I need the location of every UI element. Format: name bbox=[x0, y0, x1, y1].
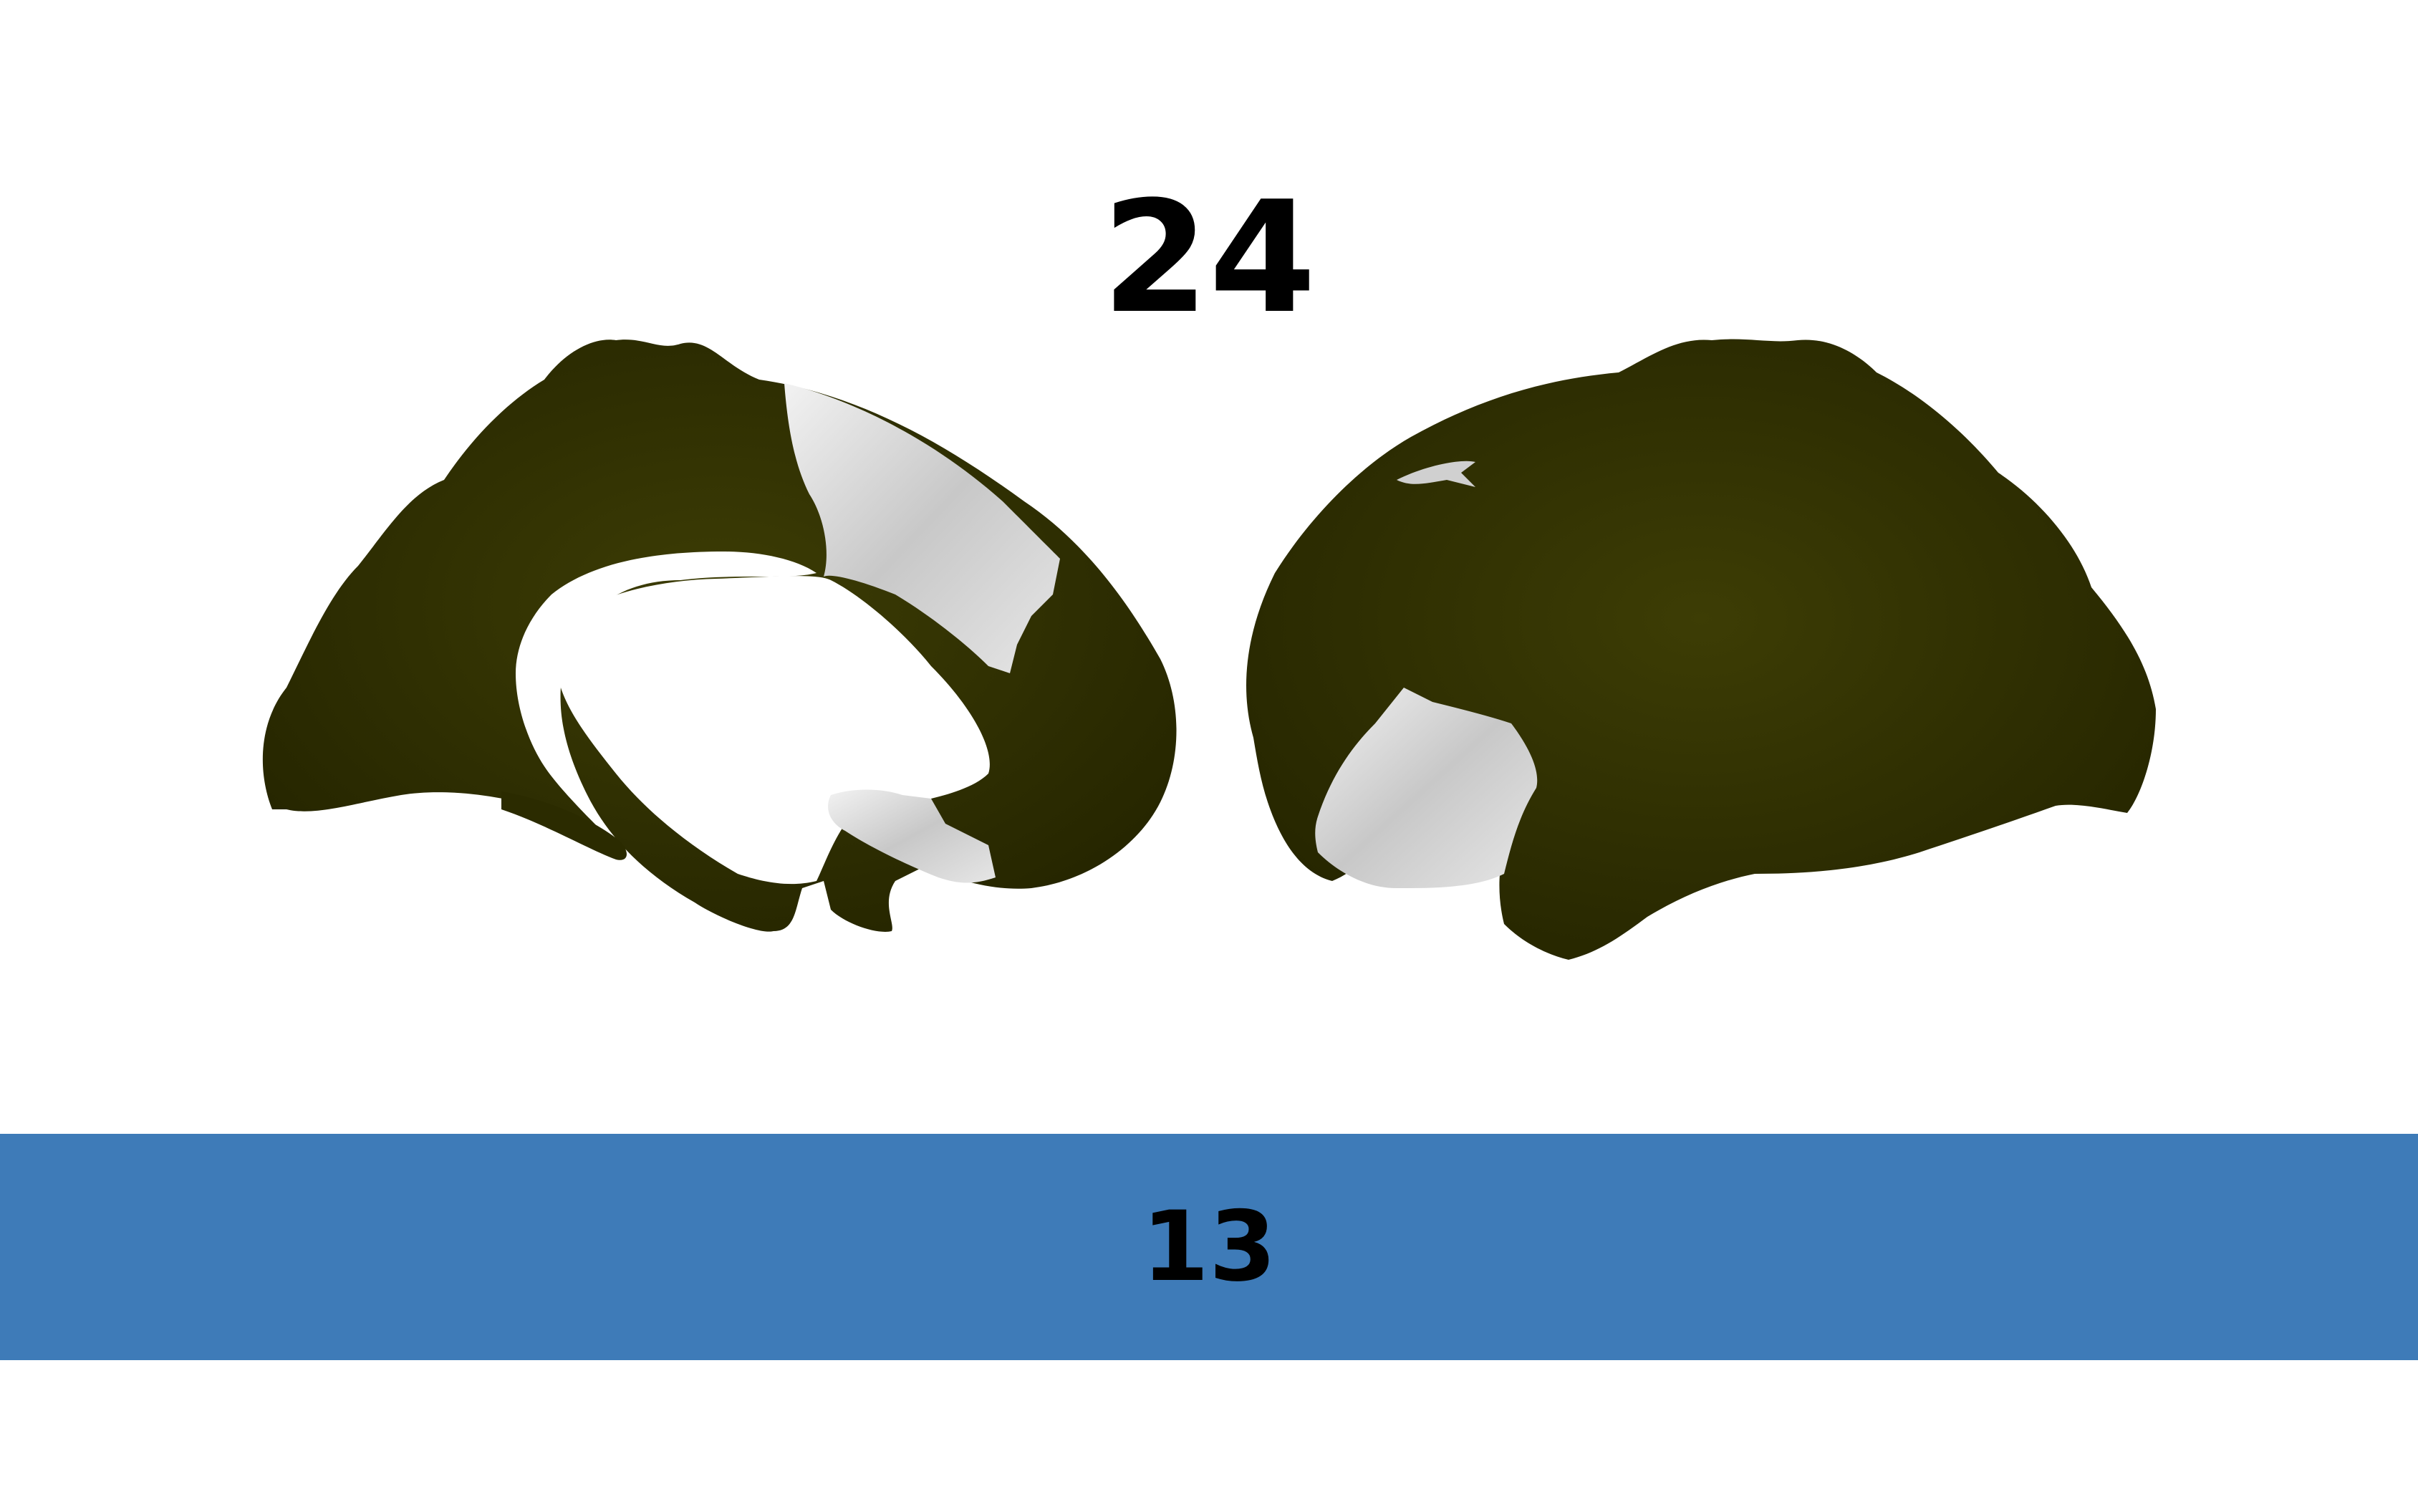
brain-panel bbox=[0, 315, 2418, 1003]
figure-title: 24 bbox=[1102, 168, 1316, 347]
label-bar-value: 13 bbox=[1142, 1190, 1276, 1303]
brain-lateral-view-icon bbox=[1246, 339, 2156, 960]
brain-medial-view-icon bbox=[262, 340, 1177, 932]
label-bar: 13 bbox=[0, 1134, 2418, 1360]
brain-surfaces bbox=[262, 339, 2156, 960]
